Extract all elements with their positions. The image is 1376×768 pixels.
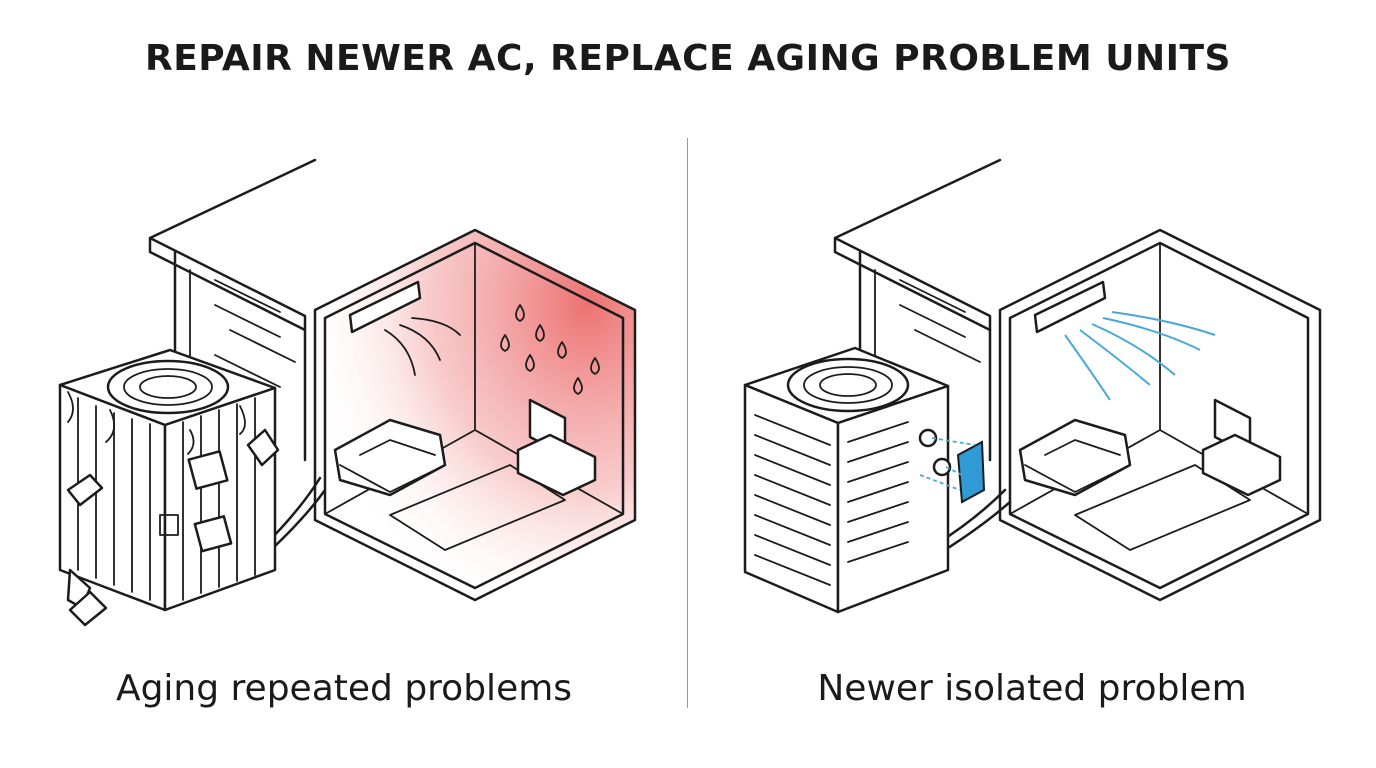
humidity-drops	[500, 304, 600, 395]
sofa-icon	[333, 418, 447, 497]
tv-icon	[516, 398, 597, 497]
cool-airflow	[1064, 311, 1216, 401]
replacement-part-icon	[918, 428, 986, 504]
newer-condenser-unit	[743, 346, 950, 614]
tv-icon	[1201, 398, 1282, 497]
repair-tags	[66, 428, 280, 627]
newer-caption: Newer isolated problem	[817, 668, 1247, 709]
aging-caption: Aging repeated problems	[115, 668, 573, 709]
wall-ac-unit	[348, 280, 461, 376]
panel-divider	[687, 138, 688, 708]
aging-condenser-unit	[58, 348, 277, 612]
newer-unit-illustration	[743, 158, 1322, 614]
hot-room	[313, 228, 637, 602]
cool-room	[998, 228, 1322, 602]
sofa-icon	[1018, 418, 1132, 497]
aging-unit-illustration	[58, 158, 637, 627]
page-title: REPAIR NEWER AC, REPLACE AGING PROBLEM U…	[144, 38, 1231, 79]
wall-ac-unit	[1033, 280, 1107, 334]
